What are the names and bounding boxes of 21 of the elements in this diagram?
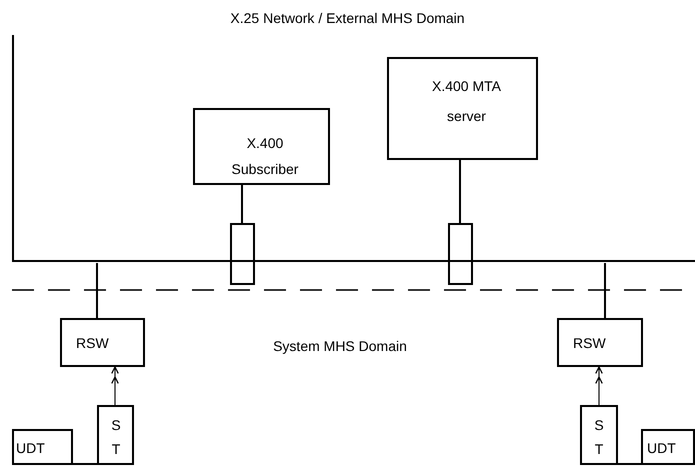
box-label: ST	[110, 416, 122, 459]
network-bus-line	[12, 259, 695, 263]
labeled-box	[193, 108, 330, 185]
labeled-box	[557, 318, 643, 367]
labeled-box	[97, 405, 134, 465]
box-label: RSW	[573, 334, 607, 352]
box-label: ST	[593, 416, 605, 459]
box-label: X.400 Subscriber	[230, 134, 300, 179]
labeled-box	[580, 405, 618, 465]
labeled-box	[60, 318, 145, 367]
domain-label: System MHS Domain	[272, 337, 408, 356]
box-label: X.400 MTA server	[431, 77, 502, 126]
labeled-box	[12, 429, 73, 465]
box-label: RSW	[76, 334, 110, 352]
diagram-title: X.25 Network / External MHS Domain	[229, 10, 466, 26]
connector-box	[448, 223, 473, 285]
connector-box	[230, 223, 255, 285]
labeled-box	[387, 57, 538, 160]
labeled-box	[641, 429, 695, 465]
box-label: UDT	[16, 439, 46, 457]
box-label: UDT	[647, 439, 677, 457]
